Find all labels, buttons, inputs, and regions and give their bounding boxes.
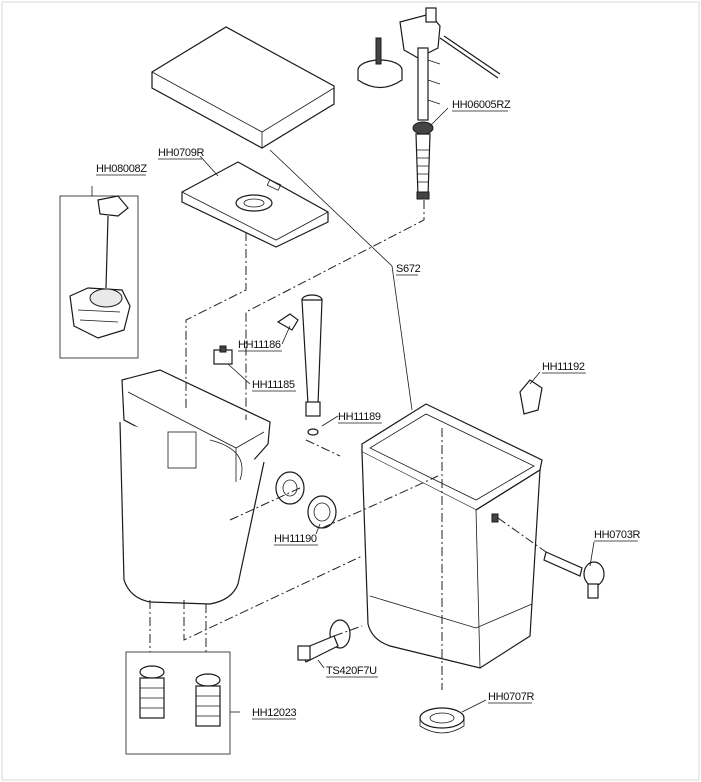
label-s672: S672: [396, 263, 421, 275]
tank-lid: [151, 26, 335, 149]
hh11185-clip: [213, 345, 233, 365]
label-hh11190: HH11190: [274, 533, 317, 545]
label-hh11186: HH11186: [238, 339, 281, 351]
label-ts420f7u: TS420F7U: [326, 665, 377, 677]
flush-valve-assembly: [59, 195, 139, 359]
label-hh0703r: HH0703R: [594, 529, 641, 541]
label-hh08008z: HH08008Z: [96, 163, 147, 175]
label-hh11185: HH11185: [252, 379, 295, 391]
hh0703r-handle: [543, 551, 605, 599]
hh12023-assembly: [125, 651, 231, 755]
label-hh0707r: HH0707R: [488, 691, 535, 703]
label-hh06005rz: HH06005RZ: [452, 99, 511, 111]
label-hh0709r: HH0709R: [158, 147, 205, 159]
hh11190-ring: [307, 495, 337, 529]
label-hh12023: HH12023: [252, 707, 297, 719]
part-labels: HH06005RZ HH0709R HH08008Z S672 HH11186 …: [96, 99, 641, 720]
inner-tank-liner: [119, 369, 271, 605]
lid-plate: [181, 161, 329, 248]
overflow-tube: [301, 294, 323, 436]
alignment-lines: [149, 200, 547, 690]
label-hh11189: HH11189: [338, 411, 381, 423]
hh0707r-washer: [419, 707, 465, 734]
hh11186-clip: [276, 313, 299, 331]
label-hh11192: HH11192: [542, 361, 585, 373]
tank-body: [361, 403, 543, 669]
leader-lines: [91, 107, 595, 713]
ts420f7u-valve: [297, 619, 351, 663]
hh11192-cap: [519, 379, 543, 415]
fill-valve: [357, 7, 501, 200]
